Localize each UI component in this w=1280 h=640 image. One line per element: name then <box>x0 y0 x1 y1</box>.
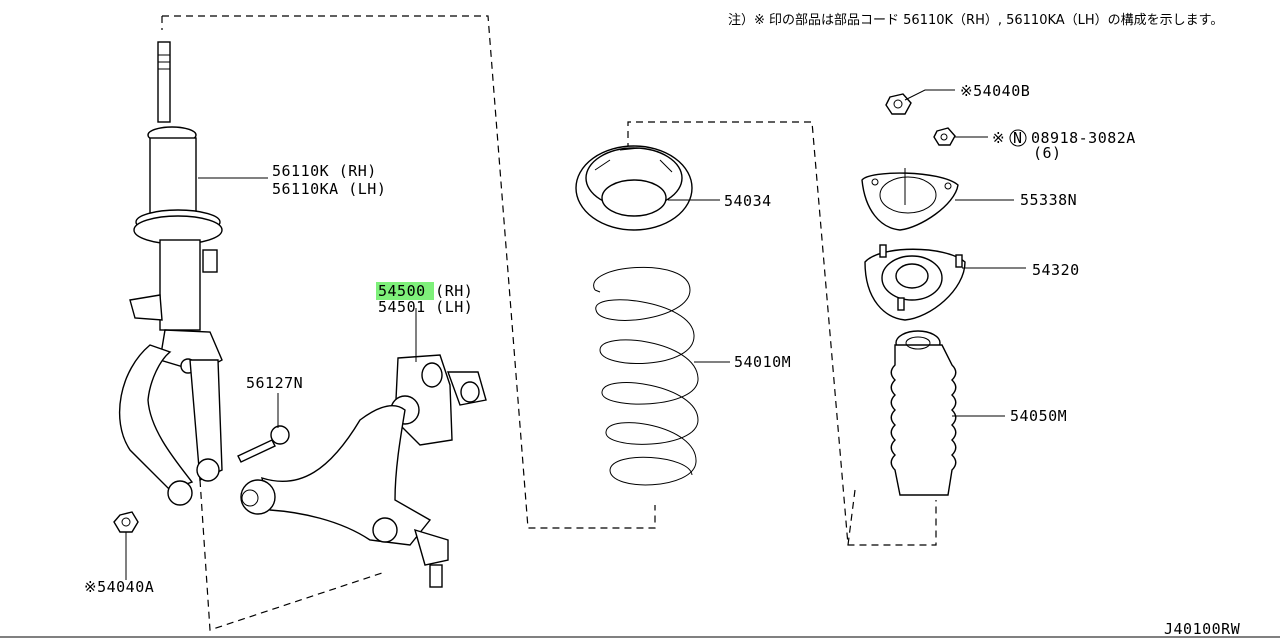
label-mount[interactable]: 54320 <box>1032 261 1080 279</box>
label-lower-arm-rh-side: (RH) <box>426 282 474 300</box>
label-nut-n-prefix: ※ <box>992 129 1005 147</box>
label-bolt[interactable]: 56127N <box>246 374 303 392</box>
header-note: 注）※ 印の部品は部品コード 56110K（RH）, 56110KA（LH）の構… <box>728 13 1223 28</box>
label-nut-n-code[interactable]: 08918-3082A <box>1031 129 1136 147</box>
strut-assembly-outline-left <box>161 16 386 631</box>
bolt-56127n-drawing <box>237 425 290 463</box>
label-strut-lh[interactable]: 56110KA (LH) <box>272 180 386 198</box>
label-lower-arm-rh-code[interactable]: 54500 <box>378 282 426 300</box>
bump-boot-drawing <box>890 330 957 496</box>
n-circle-icon <box>1009 129 1027 147</box>
label-nut-a[interactable]: ※54040A <box>84 578 154 596</box>
nut-54040b-drawing <box>885 93 912 115</box>
strut-mount-drawing <box>864 244 966 321</box>
mount-plate-drawing <box>861 172 959 231</box>
nut-08918-drawing <box>933 127 956 146</box>
label-nut-b[interactable]: ※54040B <box>960 82 1030 100</box>
label-coil-spring[interactable]: 54010M <box>734 353 791 371</box>
nut-54040a-drawing <box>113 511 139 533</box>
label-bump-boot[interactable]: 54050M <box>1010 407 1067 425</box>
label-strut-rh[interactable]: 56110K (RH) <box>272 162 377 180</box>
part-highlight <box>376 282 434 300</box>
leader-nut-b <box>904 89 955 101</box>
spring-seat-drawing <box>575 145 693 231</box>
diagram-code: J40100RW <box>1164 620 1241 638</box>
coil-spring-drawing <box>593 266 699 486</box>
label-spring-seat[interactable]: 54034 <box>724 192 772 210</box>
strut-assembly-outline <box>162 15 656 529</box>
label-nut-n-qty: (6) <box>1033 144 1062 162</box>
lower-arm-drawing <box>240 354 487 588</box>
spring-group-outline <box>627 121 937 546</box>
mount-group-outline <box>847 489 856 546</box>
label-lower-arm-lh[interactable]: 54501 (LH) <box>378 298 473 316</box>
strut-assembly-drawing <box>118 41 223 506</box>
label-mount-plate[interactable]: 55338N <box>1020 191 1077 209</box>
label-lower-arm-rh[interactable]: 54500 (RH) <box>378 282 473 300</box>
label-nut-n-symbol: N <box>1013 129 1023 147</box>
